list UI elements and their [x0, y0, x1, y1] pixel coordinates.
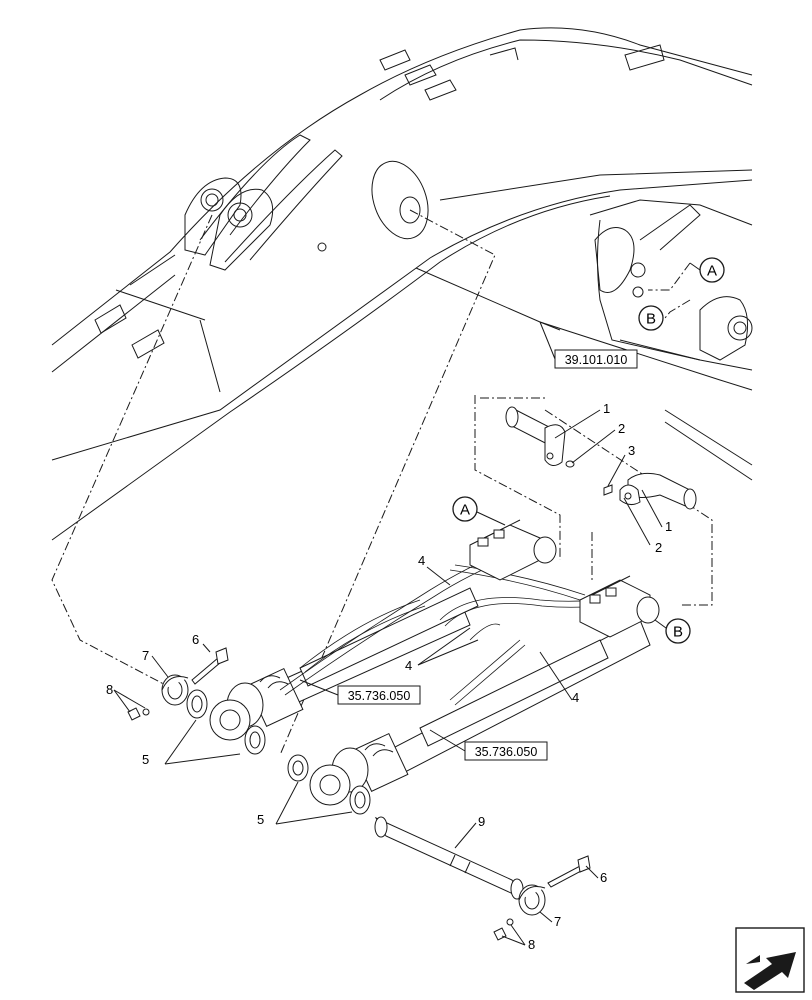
svg-text:5: 5	[142, 752, 149, 767]
label-part-4-mid: 4	[405, 627, 479, 673]
label-part-7-right: 7	[539, 911, 561, 929]
label-part-5-center: 5	[257, 781, 353, 827]
bolt-right	[547, 855, 591, 888]
label-part-1-upper: 1	[554, 401, 610, 439]
label-part-5-left: 5	[142, 719, 241, 767]
svg-text:35.736.050: 35.736.050	[475, 745, 538, 759]
washer-left-2	[244, 725, 266, 755]
svg-text:1: 1	[603, 401, 610, 416]
svg-text:5: 5	[257, 812, 264, 827]
ref-box-cylinder-right[interactable]: 35.736.050	[429, 729, 548, 761]
nut-left	[127, 707, 150, 721]
svg-text:8: 8	[106, 682, 113, 697]
svg-text:3: 3	[628, 443, 635, 458]
label-part-4-top: 4	[418, 553, 451, 586]
label-part-8-left: 8	[106, 682, 146, 713]
svg-text:2: 2	[618, 421, 625, 436]
bolt-upper	[603, 484, 613, 496]
detail-callout-a-upper: A	[689, 257, 725, 283]
pin-upper-right	[619, 472, 697, 510]
washer-left-1	[186, 689, 208, 719]
pin-upper-left	[505, 406, 566, 466]
detail-callout-a-lower: A	[452, 496, 506, 526]
collar-right	[518, 884, 546, 916]
nut-right	[493, 918, 514, 941]
bolt-left	[191, 647, 229, 685]
svg-text:A: A	[460, 502, 470, 519]
svg-text:7: 7	[142, 648, 149, 663]
detail-callout-b-upper: B	[638, 305, 664, 331]
valve-block-a	[469, 519, 557, 581]
svg-text:39.101.010: 39.101.010	[565, 353, 628, 367]
label-part-2-upper: 2	[571, 421, 625, 464]
svg-text:4: 4	[405, 658, 412, 673]
svg-text:B: B	[646, 311, 656, 328]
svg-text:4: 4	[418, 553, 425, 568]
ref-box-boom[interactable]: 39.101.010	[539, 321, 638, 369]
cylinder-left	[209, 587, 479, 741]
svg-text:2: 2	[655, 540, 662, 555]
label-part-6-left: 6	[192, 632, 211, 653]
svg-text:35.736.050: 35.736.050	[348, 689, 411, 703]
svg-text:A: A	[707, 263, 717, 280]
svg-text:6: 6	[192, 632, 199, 647]
label-part-3: 3	[607, 443, 635, 487]
washer-center-1	[287, 754, 309, 782]
svg-text:B: B	[673, 624, 683, 641]
detail-callout-b-lower: B	[654, 618, 691, 644]
collar-left	[161, 674, 189, 706]
direction-arrow-icon[interactable]	[735, 927, 805, 993]
svg-text:7: 7	[554, 914, 561, 929]
svg-text:1: 1	[665, 519, 672, 534]
svg-text:8: 8	[528, 937, 535, 952]
label-part-8-right: 8	[501, 924, 535, 952]
washer-center-2	[349, 785, 371, 815]
svg-text:6: 6	[600, 870, 607, 885]
svg-text:4: 4	[572, 690, 579, 705]
cylinder-right	[309, 619, 651, 806]
explode-guide-lines	[51, 209, 713, 756]
ref-box-cylinder-left[interactable]: 35.736.050	[299, 679, 421, 705]
pin-long	[374, 816, 524, 900]
label-part-7-left: 7	[142, 648, 169, 678]
label-part-2-lower: 2	[623, 497, 662, 555]
label-part-1-lower: 1	[641, 489, 672, 534]
svg-text:9: 9	[478, 814, 485, 829]
label-part-9: 9	[454, 814, 485, 849]
label-part-6-right: 6	[585, 865, 607, 885]
boom-structure	[51, 27, 753, 541]
label-part-4-right: 4	[539, 651, 579, 705]
valve-block-b	[579, 575, 660, 638]
